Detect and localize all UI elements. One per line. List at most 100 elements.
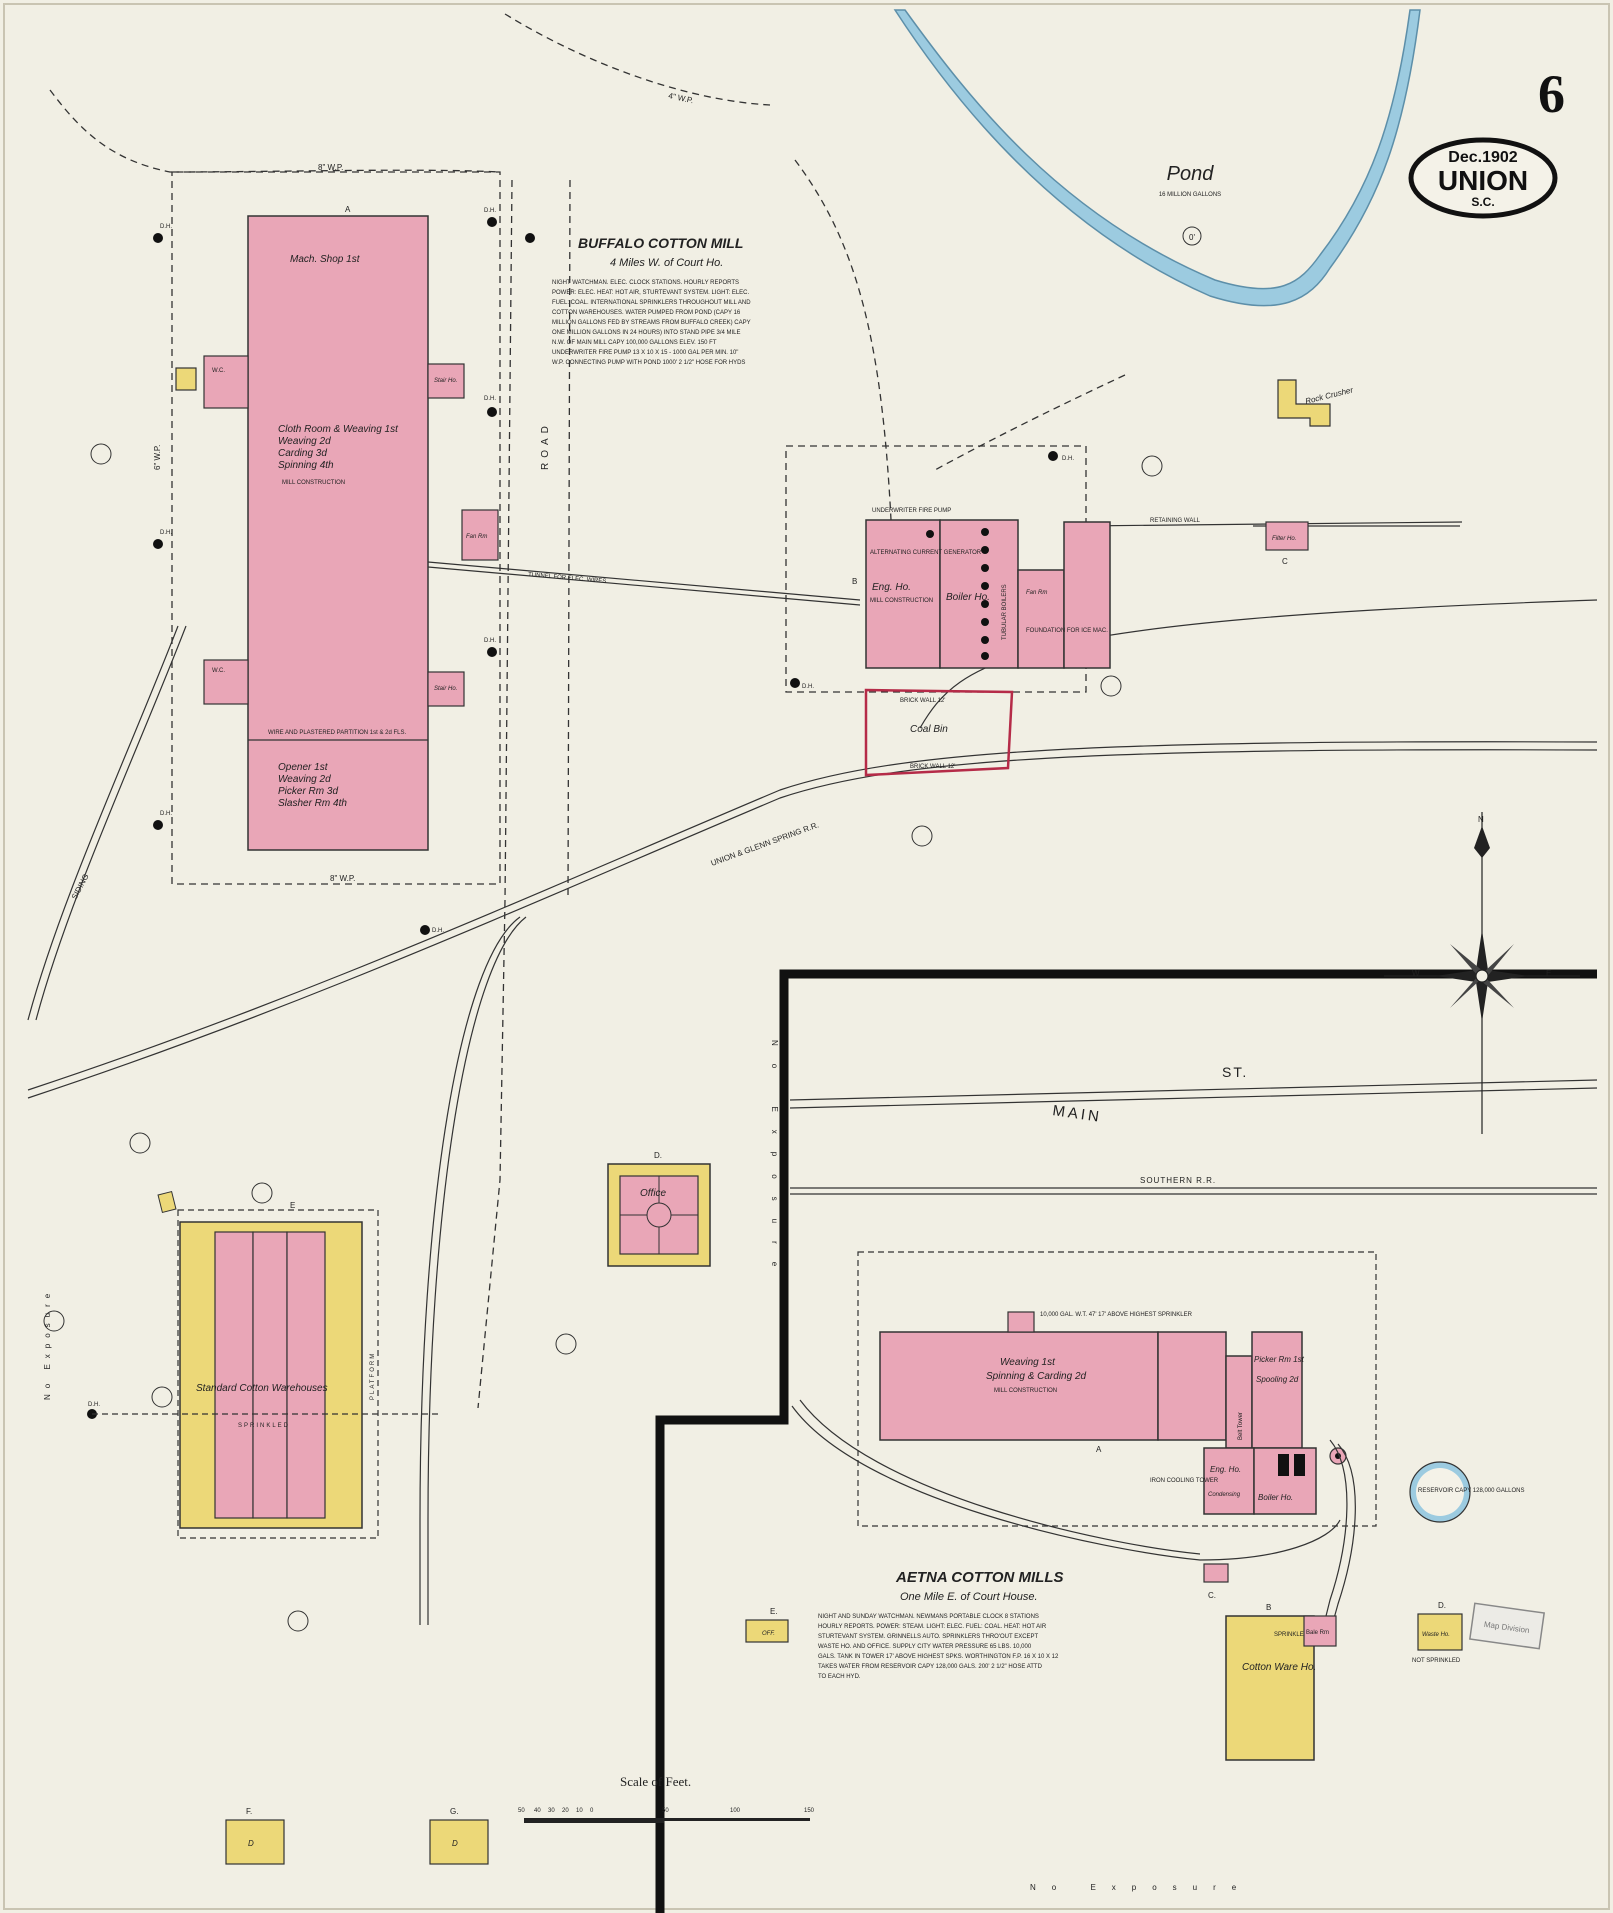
aetna-cotton-sprinkled: SPRINKLED — [1274, 1632, 1309, 1638]
aetna-reservoir-inner — [1416, 1468, 1464, 1516]
boilers-note: TUBULAR BOILERS — [1002, 584, 1008, 640]
aetna-belt-tower[interactable] — [1225, 1355, 1253, 1449]
main-street-label: MAIN — [1051, 1102, 1102, 1126]
outbuilding-g[interactable] — [429, 1819, 489, 1865]
filter-label-c: C — [1282, 557, 1288, 566]
brick-wall-label-n: BRICK WALL 12' — [900, 698, 945, 704]
fan-room-power[interactable] — [1017, 569, 1065, 669]
aetna-bale-room[interactable] — [1303, 1615, 1337, 1647]
elev-ring — [43, 1310, 65, 1332]
warehouses-platform: PLATFORM — [370, 1352, 376, 1400]
rock-crusher[interactable] — [1277, 379, 1331, 427]
buffalo-floor-carding: Carding 3d — [278, 448, 327, 459]
wc-south[interactable] — [203, 659, 249, 705]
aetna-boiler — [1278, 1454, 1289, 1476]
warehouse-outbuilding[interactable] — [157, 1190, 177, 1214]
scale-tick: 0 — [590, 1808, 594, 1814]
aetna-small-office[interactable] — [745, 1619, 789, 1643]
scale-tick: 50 — [662, 1808, 669, 1814]
outbuilding-f[interactable] — [225, 1819, 285, 1865]
stair-label-north: Stair Ho. — [434, 378, 457, 384]
office-label: Office — [640, 1188, 667, 1199]
aetna-notes: NIGHT AND SUNDAY WATCHMAN. NEWMANS PORTA… — [818, 1614, 1059, 1680]
ice-foundation-label: FOUNDATION FOR ICE MAC. — [1026, 628, 1108, 634]
aetna-reservoir-label: RESERVOIR CAPY 128,000 GALLONS — [1418, 1488, 1525, 1494]
retaining-wall-label: RETAINING WALL — [1150, 518, 1201, 524]
aetna-label-c: C. — [1208, 1591, 1216, 1600]
scale-tick: 20 — [562, 1808, 569, 1814]
outbuilding-g-label: G. — [450, 1807, 458, 1816]
filter-house[interactable] — [1265, 521, 1309, 551]
aetna-note-line: GALS. TANK IN TOWER 17' ABOVE HIGHEST SP… — [818, 1654, 1059, 1660]
sheet-number: 6 — [1538, 64, 1565, 124]
scale-bar-right — [664, 1818, 810, 1821]
compass-west: W — [1412, 969, 1420, 978]
boiler-house-label: Boiler Ho. — [946, 592, 990, 603]
aetna-engine-label: Eng. Ho. — [1210, 1465, 1241, 1474]
buffalo-note-line: FUEL: COAL. INTERNATIONAL SPRINKLERS THR… — [552, 300, 751, 306]
aetna-cotton-warehouse[interactable] — [1225, 1615, 1315, 1761]
aetna-waste-house[interactable] — [1417, 1613, 1463, 1651]
aetna-yard — [857, 1251, 1377, 1527]
fan-room-power-label: Fan Rm — [1026, 590, 1047, 596]
aetna-belt-label: Belt Tower — [1238, 1412, 1244, 1440]
scale-title: Scale of Feet. — [620, 1774, 691, 1789]
hydrant-label: D.H. — [802, 684, 814, 690]
engine-construction: MILL CONSTRUCTION — [870, 598, 933, 604]
wc-north[interactable] — [203, 355, 249, 409]
aetna-small-office-label: OFF. — [762, 1631, 775, 1637]
power-house-label-b: B — [852, 577, 857, 586]
stair-label-south: Stair Ho. — [434, 686, 457, 692]
warehouse-bay[interactable] — [286, 1231, 326, 1519]
aetna-spooling: Spooling 2d — [1256, 1375, 1299, 1384]
hydrant — [153, 820, 163, 830]
aetna-bale-room-label: Bale Rm — [1306, 1630, 1329, 1636]
coal-bin[interactable] — [864, 688, 1014, 777]
compass-rose — [1384, 812, 1580, 1134]
warehouse-bay[interactable] — [214, 1231, 254, 1519]
buffalo-floor-weaving-2: Weaving 2d — [278, 774, 331, 785]
aetna-tank[interactable] — [1007, 1311, 1035, 1333]
ice-foundation[interactable] — [1063, 521, 1111, 669]
office-label-d: D. — [654, 1151, 662, 1160]
aetna-engine-house[interactable] — [1203, 1447, 1255, 1515]
road — [477, 179, 571, 1409]
compass-east: E — [1546, 969, 1551, 978]
stair-house-north[interactable] — [427, 363, 465, 399]
pump-marker — [926, 530, 934, 538]
engine-house-label: Eng. Ho. — [872, 582, 911, 593]
warehouses-sprinkled: SPRINKLED — [238, 1423, 290, 1429]
scale-tick: 100 — [730, 1808, 741, 1814]
pipe-label-6in-west: 6" W.P. — [153, 445, 162, 470]
engine-house-buffalo[interactable] — [865, 519, 941, 669]
aetna-title: AETNA COTTON MILLS — [895, 1569, 1064, 1586]
compass-north-arrow — [1474, 826, 1490, 858]
boiler-stack — [981, 528, 989, 536]
street-suffix-label: ST. — [1222, 1064, 1248, 1080]
stair-house-south[interactable] — [427, 671, 465, 707]
aetna-note-line: HOURLY REPORTS. POWER: STEAM. LIGHT: ELE… — [818, 1624, 1047, 1630]
aetna-main-mill-east[interactable] — [1157, 1331, 1227, 1441]
buffalo-floor-opener: Opener 1st — [278, 762, 329, 773]
hydrant — [487, 217, 497, 227]
aetna-main-mill[interactable] — [879, 1331, 1159, 1441]
wc-outhouse[interactable] — [175, 367, 197, 391]
warehouse-bay[interactable] — [252, 1231, 288, 1519]
warehouses-name: Standard Cotton Warehouses — [196, 1383, 328, 1394]
aetna-picker-room[interactable] — [1251, 1331, 1303, 1449]
scale-tick: 10 — [576, 1808, 583, 1814]
buffalo-main-mill[interactable] — [247, 215, 429, 851]
fan-room-buffalo[interactable] — [461, 509, 499, 561]
aetna-label-d: D. — [1438, 1601, 1446, 1610]
aetna-pump-house[interactable] — [1203, 1563, 1229, 1583]
boiler-stacks — [926, 528, 989, 660]
buffalo-partition-note: WIRE AND PLASTERED PARTITION 1st & 2d FL… — [268, 730, 406, 736]
fan-room-buffalo-label: Fan Rm — [466, 534, 487, 540]
buffalo-note-line: COTTON WAREHOUSES. WATER PUMPED FROM PON… — [552, 310, 741, 316]
hydrant-label: D.H. — [160, 224, 172, 230]
scale-bar-left — [524, 1818, 664, 1823]
buffalo-note-line: W.P. CONNECTING PUMP WITH POND 1000' 2 1… — [552, 360, 745, 366]
buffalo-floor-weaving: Weaving 2d — [278, 436, 331, 447]
buffalo-floor-slasher: Slasher Rm 4th — [278, 798, 347, 809]
